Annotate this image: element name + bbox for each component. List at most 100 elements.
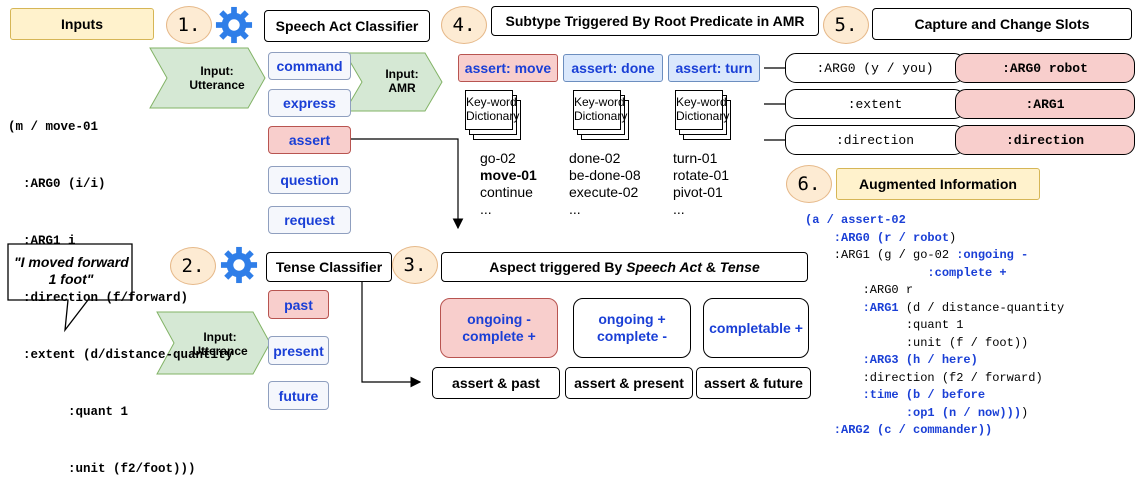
speech-act-classifier-header: Speech Act Classifier	[264, 10, 430, 42]
gear-icon	[215, 6, 253, 44]
utterance-arrow-label-2: Input: Utterance	[192, 330, 248, 358]
augmented-segment: (d / distance-quantity	[898, 300, 1065, 315]
aspect-ongoing-plus-complete-minus[interactable]: ongoing + complete -	[573, 298, 691, 358]
assert-to-subtype-connector	[327, 138, 464, 230]
subtype-assert-turn[interactable]: assert: turn	[668, 54, 760, 82]
combo-assert-present[interactable]: assert & present	[565, 367, 693, 399]
augmented-line: :ARG2 (c / commander))	[805, 422, 1064, 440]
augmented-line: :ARG0 r	[805, 282, 1064, 300]
augmented-segment: )	[1021, 405, 1029, 420]
augmented-segment: :ARG1	[862, 300, 899, 315]
inputs-header: Inputs	[10, 8, 154, 40]
augmented-segment: :complete +	[805, 265, 1007, 280]
amr-line: :extent (d/distance-quantity	[8, 348, 234, 362]
slot-from-extent: :extent	[785, 89, 965, 119]
speech-act-assert[interactable]: assert	[268, 126, 351, 154]
tense-past[interactable]: past	[268, 290, 329, 319]
augmented-line: :ARG3 (h / here)	[805, 352, 1064, 370]
speech-act-express[interactable]: express	[268, 89, 351, 117]
keyword: execute-02	[569, 184, 639, 200]
aspect-header-tense: Tense	[719, 259, 760, 275]
keyword: done-02	[569, 150, 621, 166]
utterance-arrow-label: Input: Utterance	[189, 64, 245, 92]
augmented-amr-text: (a / assert-02 :ARG0 (r / robot) :ARG1 (…	[805, 212, 1064, 440]
slot-to-arg1: :ARG1	[955, 89, 1135, 119]
utterance-chevron-arrow	[149, 47, 266, 109]
step-number-5: 5.	[823, 6, 869, 44]
augmented-line: (a / assert-02	[805, 212, 1064, 230]
dictionary-label: Key-word Dictionary	[675, 90, 729, 130]
augmented-segment: (a / assert-02	[805, 213, 906, 227]
aspect-completable-plus[interactable]: completable +	[703, 298, 809, 358]
slot-from-arg0: :ARG0 (y / you)	[785, 53, 965, 83]
keyword: ...	[569, 201, 581, 217]
augmented-line: :ARG1 (g / go-02 :ongoing -	[805, 247, 1064, 265]
past-to-aspect-connector	[329, 275, 422, 388]
speech-act-request[interactable]: request	[268, 206, 351, 234]
dictionary-stack-icon: Key-word Dictionary	[675, 90, 731, 142]
slot-to-direction: :direction	[955, 125, 1135, 155]
keyword: ...	[480, 201, 492, 217]
amr-chevron-arrow	[344, 52, 443, 112]
utterance-quote: "I moved forward 1 foot"	[14, 254, 129, 287]
keyword: continue	[480, 184, 533, 200]
subtype-assert-move[interactable]: assert: move	[458, 54, 558, 82]
augmented-segment: :ARG2 (c / commander))	[805, 423, 993, 437]
augmented-segment: :ARG3 (h / here)	[805, 353, 978, 367]
keyword: go-02	[480, 150, 516, 166]
augmented-line: :ARG1 (d / distance-quantity	[805, 300, 1065, 318]
keyword: turn-01	[673, 150, 718, 166]
amr-line: :direction (f/forward)	[8, 291, 189, 305]
tense-future[interactable]: future	[268, 381, 329, 410]
tense-classifier-header: Tense Classifier	[266, 252, 392, 282]
amr-line: :quant 1	[8, 405, 129, 419]
aspect-header-amp: &	[701, 259, 720, 275]
keyword-list-done: done-02 be-done-08 execute-02 ...	[569, 150, 641, 218]
keyword-list-turn: turn-01 rotate-01 pivot-01 ...	[673, 150, 729, 218]
combo-assert-future[interactable]: assert & future	[696, 367, 811, 399]
augmented-segment: :ARG0 r	[805, 283, 914, 297]
aspect-header-prefix: Aspect triggered By	[489, 259, 627, 275]
aspect-header: Aspect triggered By Speech Act & Tense	[441, 252, 808, 282]
amr-line: (m / move-01	[8, 120, 99, 134]
keyword-list-move: go-02 move-01 continue ...	[480, 150, 537, 218]
amr-line: :ARG0 (i/i)	[8, 177, 106, 191]
keyword: move-01	[480, 167, 537, 183]
aspect-ongoing-minus-complete-plus[interactable]: ongoing - complete +	[440, 298, 558, 358]
input-amr-text: (m / move-01 :ARG0 (i/i) :ARG1 i :direct…	[8, 80, 233, 498]
augmented-line: :direction (f2 / forward)	[805, 370, 1064, 388]
augmented-segment: :op1 (n / now)))	[805, 405, 1022, 420]
augmented-segment	[805, 301, 863, 315]
tense-present[interactable]: present	[268, 336, 329, 365]
aspect-header-speech: Speech Act	[626, 259, 702, 275]
augmented-header: Augmented Information	[836, 168, 1040, 200]
gear-icon	[220, 246, 258, 284]
augmented-line: :quant 1	[805, 317, 1064, 335]
subtype-assert-done[interactable]: assert: done	[563, 54, 663, 82]
dictionary-label: Key-word Dictionary	[465, 90, 519, 130]
augmented-segment: :direction (f2 / forward)	[805, 370, 1043, 385]
amr-line: :ARG1 i	[8, 234, 76, 248]
augmented-segment: :unit (f / foot))	[805, 335, 1029, 350]
speech-act-command[interactable]: command	[268, 52, 351, 80]
amr-arrow-label: Input: AMR	[385, 67, 419, 95]
step-number-6: 6.	[786, 165, 832, 203]
speech-act-question[interactable]: question	[268, 166, 351, 194]
dictionary-label: Key-word Dictionary	[573, 90, 627, 130]
augmented-segment: :ongoing -	[956, 248, 1029, 262]
dictionary-stack-icon: Key-word Dictionary	[573, 90, 629, 142]
step-number-1: 1.	[166, 6, 212, 44]
keyword: be-done-08	[569, 167, 641, 183]
slot-to-arg0-robot: :ARG0 robot	[955, 53, 1135, 83]
step-number-4: 4.	[441, 6, 487, 44]
subtype-header: Subtype Triggered By Root Predicate in A…	[491, 6, 819, 36]
combo-assert-past[interactable]: assert & past	[432, 367, 560, 399]
augmented-line: :complete +	[805, 265, 1064, 283]
dictionary-stack-icon: Key-word Dictionary	[465, 90, 521, 142]
keyword: rotate-01	[673, 167, 730, 183]
augmented-segment: :ARG1 (g / go-02	[805, 248, 957, 262]
step-number-3: 3.	[392, 246, 438, 284]
augmented-segment: :ARG0 (r / robot	[805, 230, 950, 245]
utterance-chevron-arrow-2	[156, 311, 271, 375]
augmented-segment: )	[949, 230, 957, 245]
